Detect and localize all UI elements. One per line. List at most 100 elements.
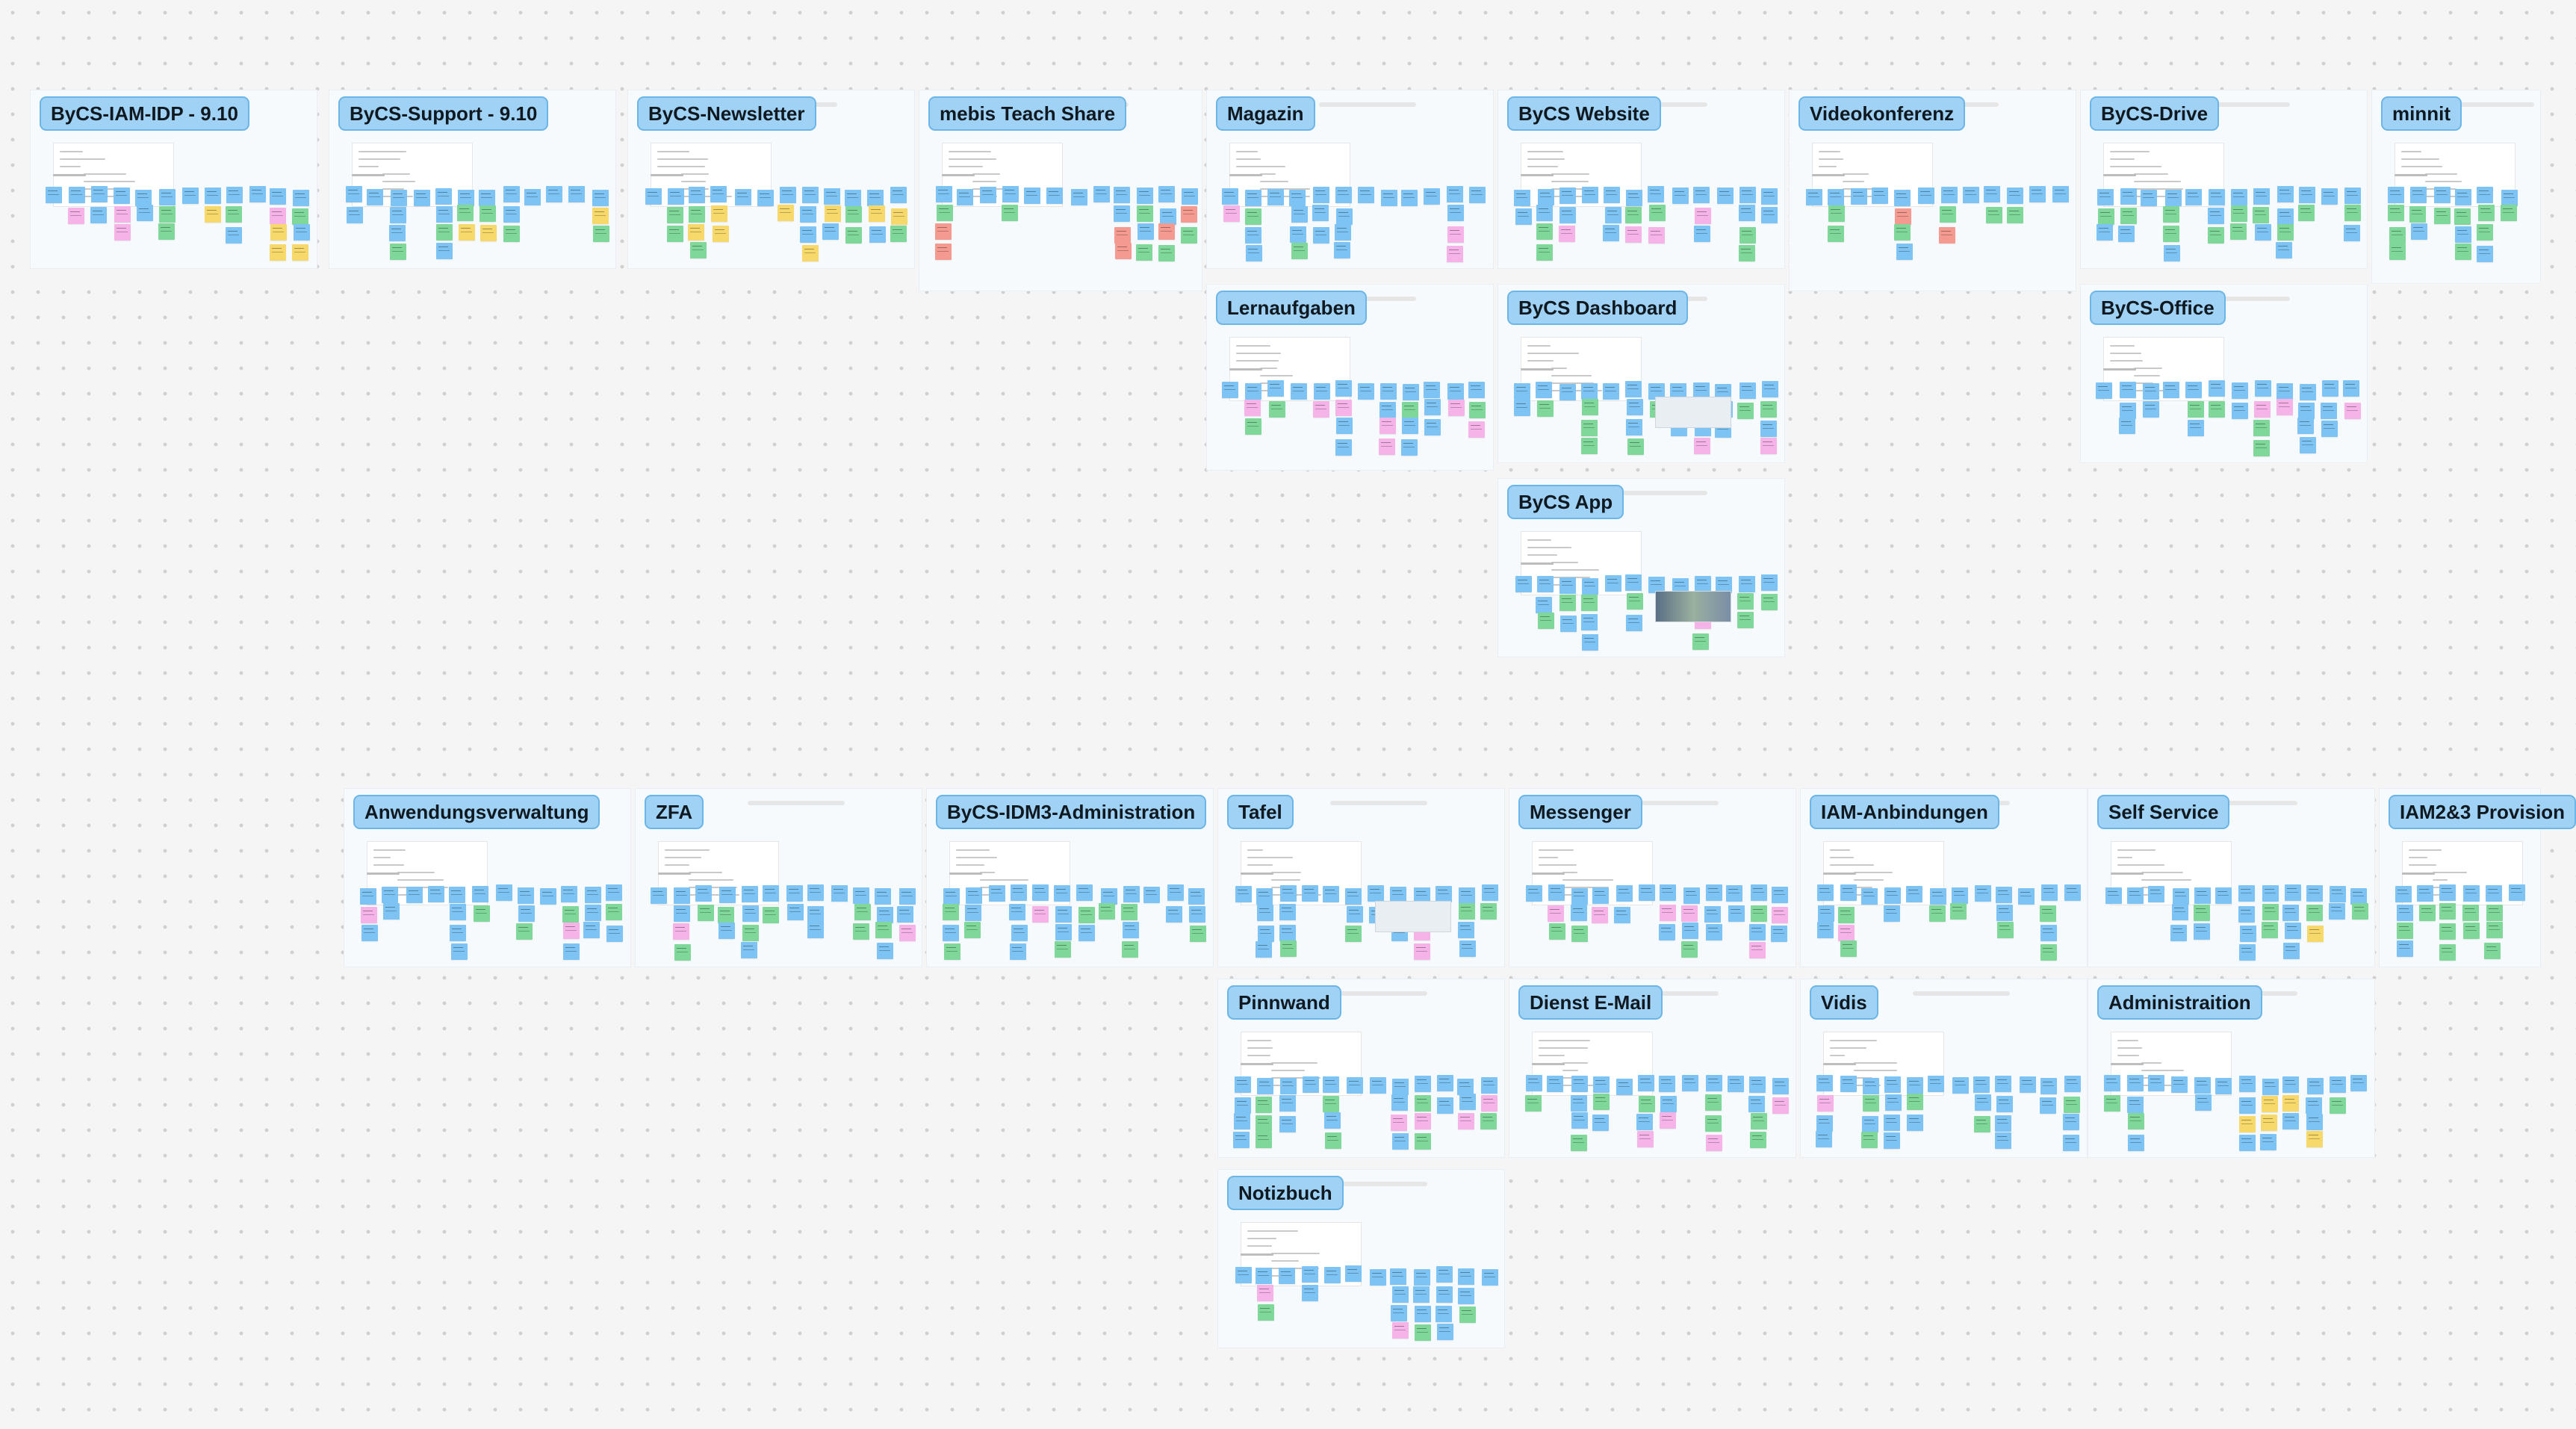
sticky-note[interactable]: [1514, 190, 1530, 206]
sticky-note[interactable]: [674, 905, 690, 922]
sticky-note[interactable]: [496, 884, 512, 901]
sticky-note[interactable]: [1817, 1095, 1834, 1112]
sticky-note[interactable]: [831, 885, 848, 902]
sticky-note[interactable]: [690, 242, 707, 258]
sticky-note[interactable]: [1256, 1115, 1272, 1132]
sticky-note[interactable]: [1424, 382, 1440, 398]
sticky-note[interactable]: [2297, 418, 2314, 434]
sticky-note[interactable]: [1828, 226, 1844, 242]
sticky-note[interactable]: [383, 903, 400, 920]
sticky-note[interactable]: [1078, 907, 1095, 923]
frame-title[interactable]: Notizbuch: [1227, 1176, 1344, 1210]
sticky-note[interactable]: [1682, 923, 1698, 939]
sticky-note[interactable]: [2173, 888, 2189, 905]
sticky-note[interactable]: [713, 226, 729, 242]
sticky-note[interactable]: [546, 186, 562, 202]
frame-title[interactable]: Administraition: [2097, 985, 2262, 1020]
sticky-note[interactable]: [1415, 1306, 1431, 1322]
sticky-note[interactable]: [1235, 1076, 1251, 1093]
sticky-note[interactable]: [1772, 907, 1788, 923]
sticky-note[interactable]: [763, 907, 779, 923]
sticky-note[interactable]: [1772, 1078, 1789, 1094]
sticky-note[interactable]: [867, 190, 884, 206]
sticky-note[interactable]: [2064, 1097, 2080, 1113]
sticky-note[interactable]: [1816, 1075, 1833, 1091]
sticky-note[interactable]: [503, 206, 520, 223]
sticky-note[interactable]: [1234, 1113, 1250, 1129]
sticky-note[interactable]: [802, 245, 819, 261]
sticky-note[interactable]: [1649, 205, 1666, 221]
frame-bycs-website[interactable]: ByCS Website: [1498, 90, 1785, 269]
sticky-note[interactable]: [361, 907, 377, 923]
sticky-note[interactable]: [1459, 887, 1475, 904]
sticky-note[interactable]: [1806, 189, 1822, 205]
sticky-note[interactable]: [2063, 1114, 2079, 1130]
sticky-note[interactable]: [2007, 187, 2023, 204]
sticky-note[interactable]: [1188, 888, 1205, 905]
frame-title[interactable]: ByCS Dashboard: [1507, 291, 1689, 325]
frame-title[interactable]: IAM2&3 Provision: [2389, 795, 2576, 829]
sticky-note[interactable]: [2330, 1097, 2346, 1114]
sticky-note[interactable]: [1536, 223, 1553, 240]
sticky-note[interactable]: [2239, 1116, 2256, 1132]
sticky-note[interactable]: [1627, 399, 1643, 415]
sticky-note[interactable]: [1761, 594, 1778, 610]
sticky-note[interactable]: [347, 207, 363, 223]
sticky-note[interactable]: [1181, 206, 1197, 223]
sticky-note[interactable]: [1906, 886, 1922, 902]
sticky-note[interactable]: [698, 905, 714, 921]
sticky-note[interactable]: [2298, 205, 2315, 221]
sticky-note[interactable]: [1884, 1132, 1900, 1149]
frame-title[interactable]: Anwendungsverwaltung: [353, 795, 600, 829]
sticky-note[interactable]: [90, 207, 107, 223]
sticky-note[interactable]: [1313, 187, 1329, 203]
sticky-note[interactable]: [1605, 207, 1621, 223]
sticky-note[interactable]: [2344, 187, 2361, 204]
sticky-note[interactable]: [2254, 401, 2271, 418]
sticky-note[interactable]: [2172, 904, 2188, 920]
sticky-note[interactable]: [807, 906, 824, 923]
sticky-note[interactable]: [673, 923, 689, 940]
sticky-note[interactable]: [719, 923, 735, 939]
sticky-note[interactable]: [1537, 576, 1554, 592]
sticky-note[interactable]: [877, 907, 893, 923]
sticky-note[interactable]: [964, 922, 981, 938]
sticky-note[interactable]: [1280, 940, 1297, 957]
sticky-note[interactable]: [800, 206, 816, 223]
sticky-note[interactable]: [592, 190, 609, 206]
sticky-note[interactable]: [1391, 1305, 1407, 1321]
sticky-note[interactable]: [1739, 187, 1756, 203]
sticky-note[interactable]: [875, 922, 892, 938]
sticky-note[interactable]: [1717, 187, 1734, 204]
sticky-note[interactable]: [2127, 887, 2144, 904]
sticky-note[interactable]: [1345, 1265, 1362, 1282]
sticky-note[interactable]: [1257, 1285, 1273, 1301]
sticky-note[interactable]: [1115, 243, 1132, 259]
sticky-note[interactable]: [2434, 187, 2451, 203]
sticky-note[interactable]: [1379, 418, 1396, 434]
sticky-note[interactable]: [450, 904, 466, 920]
sticky-note[interactable]: [1995, 1115, 2011, 1132]
sticky-note[interactable]: [1032, 884, 1049, 901]
sticky-note[interactable]: [2239, 1097, 2256, 1114]
sticky-note[interactable]: [2463, 923, 2480, 939]
frame-title[interactable]: ByCS-IDM3-Administration: [936, 795, 1207, 829]
sticky-note[interactable]: [1093, 186, 1110, 202]
sticky-note[interactable]: [479, 190, 495, 206]
frame-zfa[interactable]: ZFA: [635, 788, 922, 967]
sticky-note[interactable]: [1380, 383, 1397, 400]
sticky-note[interactable]: [561, 886, 577, 902]
sticky-note[interactable]: [2239, 944, 2256, 961]
sticky-note[interactable]: [1750, 1132, 1766, 1148]
sticky-note[interactable]: [2018, 888, 2035, 905]
sticky-note[interactable]: [562, 906, 579, 923]
sticky-note[interactable]: [2388, 205, 2404, 221]
sticky-note[interactable]: [1437, 1324, 1453, 1340]
frame-title[interactable]: Self Service: [2097, 795, 2230, 829]
sticky-note[interactable]: [1459, 940, 1476, 957]
sticky-note[interactable]: [2344, 403, 2361, 419]
sticky-note[interactable]: [1347, 1077, 1363, 1094]
sticky-note[interactable]: [1244, 400, 1261, 416]
sticky-note[interactable]: [2063, 1135, 2079, 1151]
sticky-note[interactable]: [391, 190, 407, 206]
